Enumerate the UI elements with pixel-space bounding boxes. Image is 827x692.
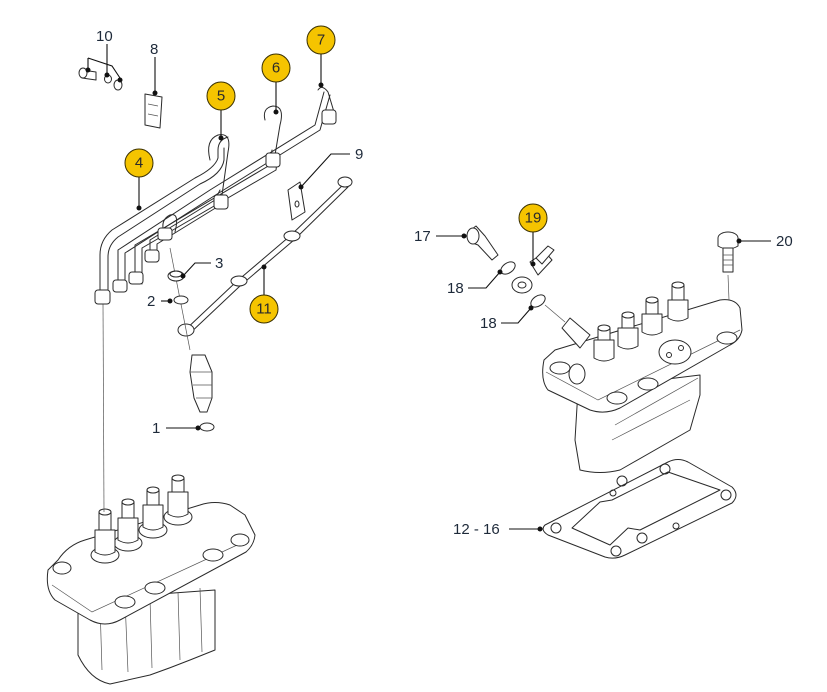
pipe-nut <box>144 249 160 263</box>
pipe-nut <box>128 271 144 285</box>
svg-text:19: 19 <box>525 210 542 227</box>
pipe-clamp-plate <box>287 181 306 221</box>
svg-text:5: 5 <box>217 88 225 105</box>
callout-label-17: 17 <box>414 228 431 245</box>
sealing-washer-18 <box>500 261 516 275</box>
callout-badge-7: 7 <box>306 25 336 55</box>
callout-label-10: 10 <box>96 28 113 45</box>
pipe-nut <box>213 194 229 210</box>
callout-badge-6: 6 <box>261 53 291 83</box>
callout-badge-11: 11 <box>249 294 279 324</box>
banjo-fitting <box>511 245 555 294</box>
sealing-washer-3 <box>167 270 185 282</box>
washer-2 <box>173 295 189 305</box>
callout-label-18: 18 <box>480 315 497 332</box>
pipe-nut <box>157 227 173 241</box>
svg-text:4: 4 <box>135 155 143 172</box>
callout-label-1: 1 <box>152 420 160 437</box>
delivery-valve-holder <box>641 296 663 336</box>
delivery-valve-holder <box>617 311 639 350</box>
callout-label-2: 2 <box>147 293 155 310</box>
callout-label-20: 20 <box>776 233 793 250</box>
callout-label-3: 3 <box>215 255 223 272</box>
callout-label-8: 8 <box>150 41 158 58</box>
pipe-clamp <box>144 93 163 129</box>
pipe-nut <box>94 289 111 305</box>
leak-off-pipe <box>177 176 353 337</box>
callout-label-18: 18 <box>447 280 464 297</box>
callout-badge-19: 19 <box>518 203 548 233</box>
pipe-nut <box>112 279 128 293</box>
banjo-bolt <box>466 225 499 261</box>
nozzle-washer-1 <box>199 422 215 432</box>
alignment-line <box>102 302 105 513</box>
pipe-nut <box>265 152 281 168</box>
mounting-bolt <box>717 231 739 301</box>
injection-pipes <box>94 86 337 305</box>
svg-text:6: 6 <box>272 60 280 77</box>
callout-badge-5: 5 <box>206 81 236 111</box>
callout-badge-4: 4 <box>124 148 154 178</box>
delivery-valve-holder <box>667 281 689 322</box>
injection-pump-right <box>542 281 743 473</box>
callout-label-12-16: 12 - 16 <box>453 521 500 538</box>
pipe-nut <box>321 109 337 125</box>
delivery-valve-holder <box>94 508 116 556</box>
leaders <box>85 44 771 532</box>
alignment-line <box>544 304 566 323</box>
svg-text:7: 7 <box>317 32 325 49</box>
delivery-valve-holder <box>593 324 615 362</box>
delivery-valve-holder <box>167 474 189 518</box>
svg-text:11: 11 <box>256 301 272 318</box>
delivery-valve-holder <box>117 498 139 544</box>
callout-label-9: 9 <box>355 146 363 163</box>
delivery-valve-holder <box>142 486 164 531</box>
injection-pump-left <box>46 474 256 685</box>
injection-nozzle <box>189 354 213 413</box>
pump-gasket <box>542 459 737 559</box>
